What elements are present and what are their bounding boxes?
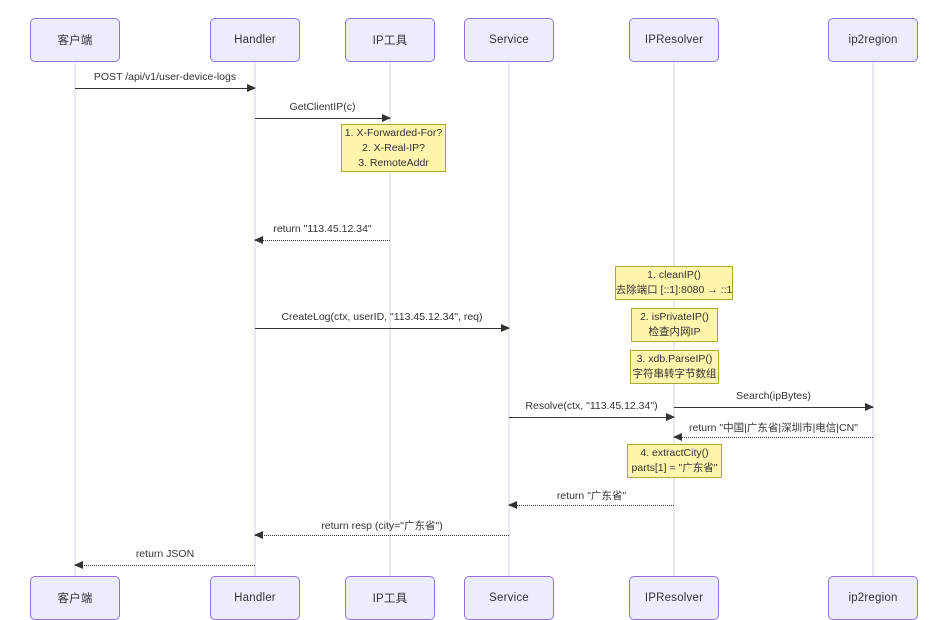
note-line: 字符串转字节数组 [632, 368, 717, 380]
message-line [75, 88, 255, 89]
lifeline-iputil [389, 62, 391, 576]
message-line [255, 535, 509, 536]
participant-label: 客户端 [57, 593, 93, 605]
note-line: 1. cleanIP() [647, 269, 701, 281]
message-m3: return "113.45.12.34" [254, 223, 390, 244]
participant-handler-top[interactable]: Handler [210, 18, 300, 62]
lifeline-handler [254, 62, 256, 576]
message-line [75, 565, 255, 566]
message-label: return JSON [135, 548, 195, 560]
note-line: 3. RemoteAddr [358, 156, 429, 169]
message-m2: GetClientIP(c) [255, 101, 391, 122]
message-line [255, 240, 390, 241]
message-label: return resp (city="广东省") [321, 520, 443, 532]
message-m5: Resolve(ctx, "113.45.12.34") [509, 400, 675, 421]
participant-label: IP工具 [372, 593, 408, 605]
participant-ipresolver-bottom[interactable]: IPResolver [629, 576, 719, 620]
arrowhead-icon [254, 530, 263, 539]
participant-label: ip2region [848, 34, 898, 46]
arrowhead-icon [673, 432, 682, 441]
participant-label: IPResolver [644, 34, 704, 46]
message-label: Search(ipBytes) [736, 390, 811, 402]
participant-label: 客户端 [57, 35, 93, 47]
participant-client-top[interactable]: 客户端 [30, 18, 120, 62]
participant-ip2region-bottom[interactable]: ip2region [828, 576, 918, 620]
arrowhead-icon [247, 83, 256, 92]
message-label: POST /api/v1/user-device-logs [93, 71, 237, 83]
participant-handler-bottom[interactable]: Handler [210, 576, 300, 620]
participant-label: Handler [234, 592, 276, 604]
note-line: parts[1] = "广东省" [631, 462, 718, 474]
participant-label: ip2region [848, 592, 898, 604]
participant-client-bottom[interactable]: 客户端 [30, 576, 120, 620]
message-line [674, 437, 873, 438]
arrowhead-icon [382, 113, 391, 122]
message-line [509, 505, 674, 506]
participant-iputil-top[interactable]: IP工具 [345, 18, 435, 62]
note-line: 3. xdb.ParseIP() [636, 353, 713, 365]
lifeline-client [74, 62, 76, 576]
participant-ip2region-top[interactable]: ip2region [828, 18, 918, 62]
message-m4: CreateLog(ctx, userID, "113.45.12.34", r… [255, 311, 510, 332]
participant-service-top[interactable]: Service [464, 18, 554, 62]
participant-label: Service [489, 34, 529, 46]
participant-iputil-bottom[interactable]: IP工具 [345, 576, 435, 620]
note-line: 2. isPrivateIP() [640, 311, 709, 323]
message-label: return "广东省" [556, 490, 627, 502]
message-m6: Search(ipBytes) [674, 390, 874, 411]
note-line: 检查内网IP [648, 326, 701, 338]
lifeline-ip2region [872, 62, 874, 576]
message-m7: return "中国|广东省|深圳市|电信|CN" [673, 422, 873, 441]
participant-service-bottom[interactable]: Service [464, 576, 554, 620]
message-label: return "113.45.12.34" [273, 223, 372, 235]
arrowhead-icon [666, 412, 675, 421]
message-label: Resolve(ctx, "113.45.12.34") [525, 400, 658, 412]
note-line: 4. extractCity() [640, 447, 709, 459]
message-m8: return "广东省" [508, 490, 674, 509]
message-line [255, 328, 509, 329]
message-label: GetClientIP(c) [289, 101, 356, 113]
message-label: return "中国|广东省|深圳市|电信|CN" [689, 422, 858, 434]
arrowhead-icon [501, 323, 510, 332]
note-line: 去除端口 [::1]:8080 → ::1 [615, 284, 733, 296]
arrowhead-icon [865, 402, 874, 411]
message-label: CreateLog(ctx, userID, "113.45.12.34", r… [281, 311, 483, 323]
arrowhead-icon [254, 235, 263, 244]
message-line [674, 407, 873, 408]
message-m1: POST /api/v1/user-device-logs [75, 71, 256, 92]
message-line [509, 417, 674, 418]
message-line [255, 118, 390, 119]
participant-label: IPResolver [644, 592, 704, 604]
participant-ipresolver-top[interactable]: IPResolver [629, 18, 719, 62]
participant-label: Handler [234, 34, 276, 46]
message-m9: return resp (city="广东省") [254, 520, 509, 539]
note-n4: 3. xdb.ParseIP() 字符串转字节数组 [630, 350, 719, 384]
note-line: 1. X-Forwarded-For? [344, 126, 443, 139]
arrowhead-icon [74, 560, 83, 569]
note-n5: 4. extractCity() parts[1] = "广东省" [627, 444, 722, 478]
participant-label: IP工具 [372, 35, 408, 47]
note-line: 2. X-Real-IP? [361, 141, 426, 154]
lifeline-service [508, 62, 510, 576]
participant-label: Service [489, 592, 529, 604]
note-n3: 2. isPrivateIP() 检查内网IP [631, 308, 718, 342]
message-m10: return JSON [74, 548, 255, 569]
arrowhead-icon [508, 500, 517, 509]
note-n1: 1. X-Forwarded-For? 2. X-Real-IP? 3. Remot… [341, 124, 446, 172]
note-n2: 1. cleanIP()去除端口 [::1]:8080 → ::1 [615, 266, 733, 300]
